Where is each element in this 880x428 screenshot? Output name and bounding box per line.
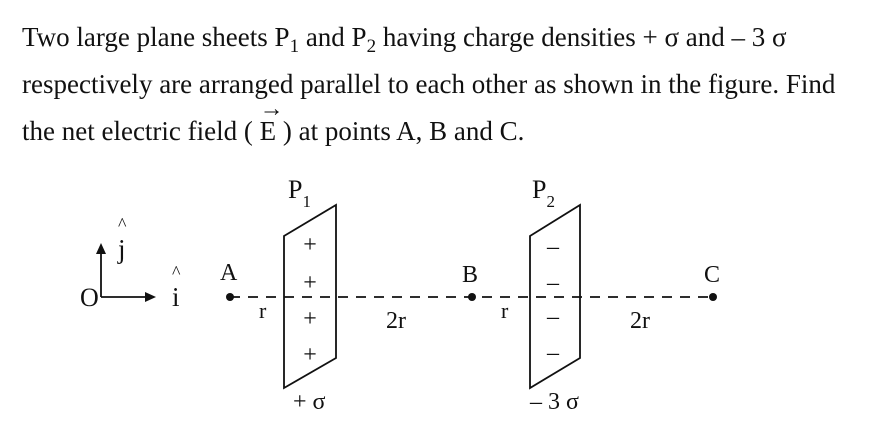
sheet-p1-label: P1 (288, 175, 311, 211)
sheet-p2-charge-4: – (546, 340, 560, 366)
coordinate-axes (96, 243, 156, 302)
sheet-p2-charge-3: – (546, 304, 560, 330)
point-b-label: B (462, 262, 478, 288)
distance-a-to-p1: r (259, 298, 267, 323)
point-c-dot (709, 293, 717, 301)
problem-line-2: respectively are arranged parallel to ea… (22, 69, 836, 99)
vector-arrow-icon: → (259, 96, 284, 122)
distance-p1-to-b: 2r (386, 308, 406, 334)
sheet-p2-density: – 3 σ (529, 389, 579, 415)
sheet-p1-density: + σ (293, 389, 326, 415)
sheet-p2 (529, 203, 581, 390)
point-c-label: C (704, 262, 720, 288)
i-hat-caret: ^ (172, 262, 181, 282)
sheet-p2-charge-1: – (546, 234, 560, 260)
problem-line-3: the net electric field ( →E ) at points … (22, 96, 872, 155)
sheet-p2-label: P2 (532, 175, 555, 211)
sheet-p1-charge-3: + (303, 306, 317, 332)
distance-b-to-p2: r (501, 298, 509, 323)
sheet-p2-charge-2: – (546, 270, 560, 296)
sheet-p1-charge-1: + (303, 232, 317, 258)
j-hat-label: j (117, 234, 126, 264)
sheet-p1-charge-2: + (303, 270, 317, 296)
electric-field-vector: →E (259, 96, 284, 146)
point-a-label: A (220, 260, 238, 286)
origin-label: O (80, 283, 99, 312)
problem-line-1: Two large plane sheets P1 and P2 having … (22, 22, 787, 57)
sheet-p1 (283, 203, 337, 390)
point-b-dot (468, 293, 476, 301)
x-arrowhead-icon (145, 292, 156, 302)
sheet-p1-charge-4: + (303, 342, 317, 368)
distance-p2-to-c: 2r (630, 308, 650, 334)
y-arrowhead-icon (96, 243, 106, 254)
i-hat-label: i (172, 282, 180, 312)
problem-statement: Two large plane sheets P1 and P2 having … (22, 14, 872, 155)
j-hat-caret: ^ (118, 214, 127, 234)
point-a-dot (226, 293, 234, 301)
